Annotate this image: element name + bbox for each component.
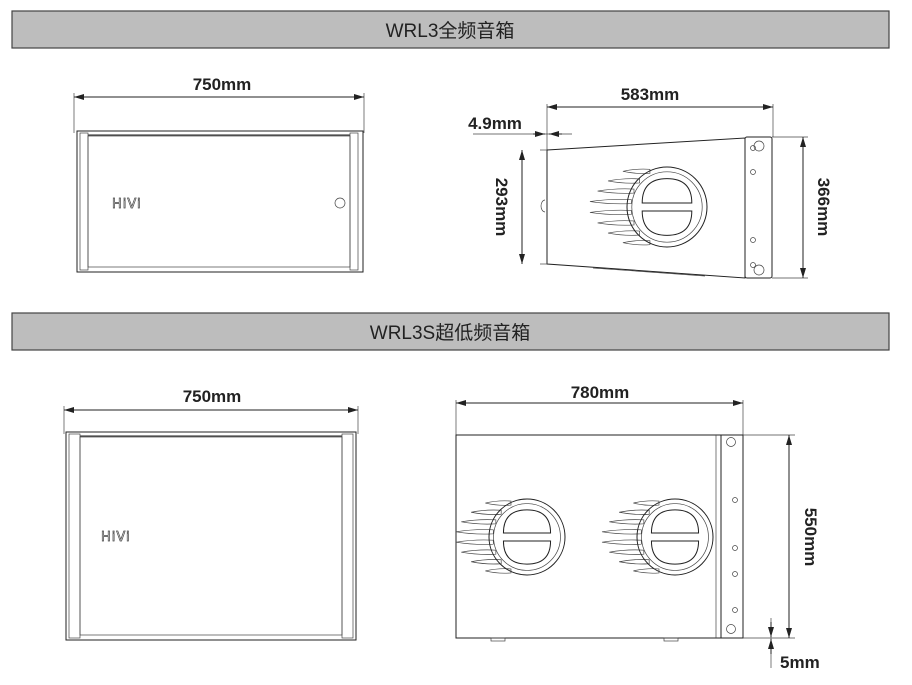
fin-icon — [589, 209, 632, 216]
section-title: WRL3全频音箱 — [386, 20, 515, 42]
fin-icon — [485, 500, 512, 506]
fin-icon — [589, 198, 632, 205]
screw-icon — [732, 607, 738, 613]
hivi-logo: HiVi — [101, 530, 131, 545]
lock-icon — [334, 197, 346, 209]
fin-icon — [485, 568, 512, 574]
screw-icon — [732, 571, 738, 577]
fin-icon — [609, 549, 645, 555]
fin-icon — [633, 500, 660, 506]
section-header-wrl3s: WRL3S超低频音箱 — [11, 312, 890, 351]
front-height-label: 293mm — [492, 178, 511, 237]
fin-icon — [607, 178, 640, 184]
fin-icon — [597, 220, 635, 226]
fin-icon — [607, 230, 640, 236]
fin-icon — [471, 559, 502, 565]
wrl3s-front-view: 750mm HiVi — [63, 387, 359, 641]
screw-icon — [732, 497, 738, 503]
fin-icon — [455, 529, 494, 535]
fin-icon — [597, 188, 635, 194]
fin-icon — [622, 240, 651, 246]
section-title: WRL3S超低频音箱 — [370, 322, 530, 344]
fin-icon — [461, 549, 497, 555]
fin-icon — [601, 529, 642, 535]
rear-height-label: 366mm — [814, 178, 833, 237]
offset-label: 4.9mm — [468, 114, 522, 133]
fin-icon — [619, 559, 650, 565]
height-label: 550mm — [801, 508, 820, 567]
screw-icon — [750, 145, 756, 151]
fin-icon — [619, 509, 650, 515]
depth-label: 780mm — [571, 383, 630, 402]
foot-label: 5mm — [780, 653, 820, 672]
screw-icon — [750, 237, 756, 243]
fin-icon — [622, 168, 651, 174]
fin-icon — [609, 519, 645, 525]
fin-icon — [601, 539, 642, 545]
screw-icon — [750, 262, 756, 268]
fin-icon — [461, 519, 497, 525]
screw-icon — [732, 545, 738, 551]
depth-label: 583mm — [621, 85, 680, 104]
fin-icon — [471, 509, 502, 515]
screw-icon — [750, 169, 756, 175]
speaker-port — [589, 166, 708, 248]
wrl3-side-view: 583mm 4.9mm 293mm 366mm — [468, 85, 833, 279]
wrl3-front-view: 750mm HiVi — [73, 75, 365, 273]
section-header-wrl3: WRL3全频音箱 — [11, 10, 890, 49]
fin-icon — [633, 568, 660, 574]
wrl3s-side-view: 780mm 550mm 5mm — [455, 383, 820, 672]
width-label: 750mm — [193, 75, 252, 94]
width-label: 750mm — [183, 387, 242, 406]
speaker-port — [455, 498, 566, 576]
fin-icon — [455, 539, 494, 545]
hivi-logo: HiVi — [112, 197, 142, 212]
speaker-port — [601, 498, 714, 576]
